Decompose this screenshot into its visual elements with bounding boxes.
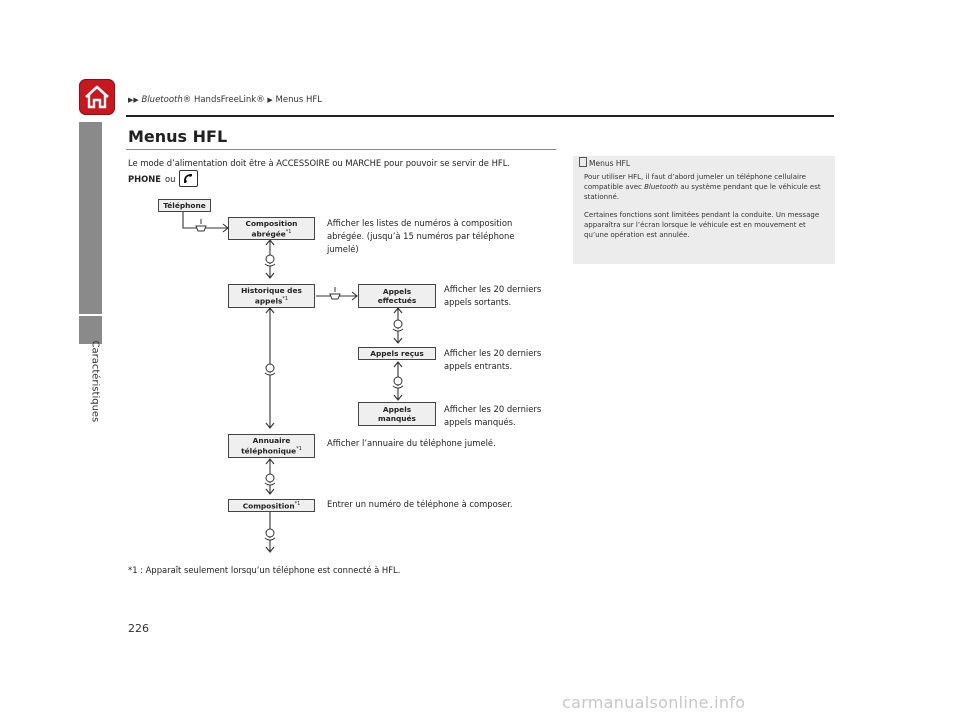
breadcrumb-item-bluetooth[interactable]: Bluetooth bbox=[141, 95, 183, 105]
note-icon bbox=[579, 157, 587, 167]
watermark: carmanualsonline.info bbox=[562, 693, 746, 712]
breadcrumb: ▶▶ Bluetooth® HandsFreeLink® ▶ Menus HFL bbox=[128, 95, 322, 105]
footnote: *1 : Apparaît seulement lorsqu’un téléph… bbox=[128, 565, 401, 575]
knob-push-icon bbox=[195, 219, 207, 232]
knob-rotate-icon bbox=[264, 473, 276, 486]
breadcrumb-arrow-icon: ▶▶ bbox=[128, 96, 139, 104]
knob-rotate-icon bbox=[392, 319, 404, 332]
desc-annuaire: Afficher l’annuaire du téléphone jumelé. bbox=[327, 438, 496, 448]
phone-icon bbox=[179, 170, 199, 187]
knob-rotate-icon bbox=[264, 254, 276, 267]
intro-line: Le mode d’alimentation doit être à ACCES… bbox=[128, 158, 511, 168]
knob-rotate-icon bbox=[392, 376, 404, 389]
menu-annuaire-telephonique[interactable]: Annuaire téléphonique*1 bbox=[228, 434, 315, 458]
header-rule bbox=[126, 115, 834, 117]
desc-composition: Entrer un numéro de téléphone à composer… bbox=[327, 499, 513, 509]
menu-composition[interactable]: Composition*1 bbox=[228, 499, 315, 512]
note-body: Pour utiliser HFL, il faut d’abord jumel… bbox=[584, 172, 830, 240]
desc-appels-manques: Afficher les 20 derniers appels manqués. bbox=[444, 404, 542, 427]
page-title: Menus HFL bbox=[128, 127, 228, 146]
menu-telephone[interactable]: Téléphone bbox=[158, 199, 211, 212]
page-number: 226 bbox=[128, 622, 149, 635]
breadcrumb-item-hfl[interactable]: ® HandsFreeLink® bbox=[182, 95, 265, 105]
note-box bbox=[573, 156, 835, 264]
menu-composition-abregee[interactable]: Composition abrégée*1 bbox=[228, 217, 315, 240]
phone-button-label: PHONE bbox=[128, 173, 161, 184]
menu-historique-appels[interactable]: Historique des appels*1 bbox=[228, 284, 315, 308]
breadcrumb-arrow-icon: ▶ bbox=[267, 96, 273, 104]
menu-appels-recus[interactable]: Appels reçus bbox=[358, 347, 436, 360]
knob-rotate-icon bbox=[264, 528, 276, 541]
knob-rotate-icon bbox=[264, 363, 276, 376]
note-paragraph-1: Pour utiliser HFL, il faut d’abord jumel… bbox=[584, 173, 821, 201]
note-heading: Menus HFL bbox=[579, 157, 630, 168]
title-underline bbox=[126, 149, 556, 150]
desc-appels-effectues: Afficher les 20 derniers appels sortants… bbox=[444, 284, 542, 307]
home-button[interactable] bbox=[79, 79, 115, 115]
knob-push-icon bbox=[329, 287, 341, 300]
intro-text: Le mode d’alimentation doit être à ACCES… bbox=[128, 157, 568, 187]
home-icon bbox=[85, 85, 109, 109]
desc-composition-abregee: Afficher les listes de numéros à composi… bbox=[327, 218, 515, 254]
knob-icons bbox=[195, 219, 404, 541]
side-tab-upper bbox=[79, 122, 102, 314]
breadcrumb-item-current: Menus HFL bbox=[275, 95, 322, 105]
desc-appels-recus: Afficher les 20 derniers appels entrants… bbox=[444, 348, 542, 371]
or-text: ou bbox=[165, 173, 176, 184]
note-paragraph-2: Certaines fonctions sont limitées pendan… bbox=[584, 211, 820, 239]
side-tab-active[interactable] bbox=[79, 316, 102, 344]
